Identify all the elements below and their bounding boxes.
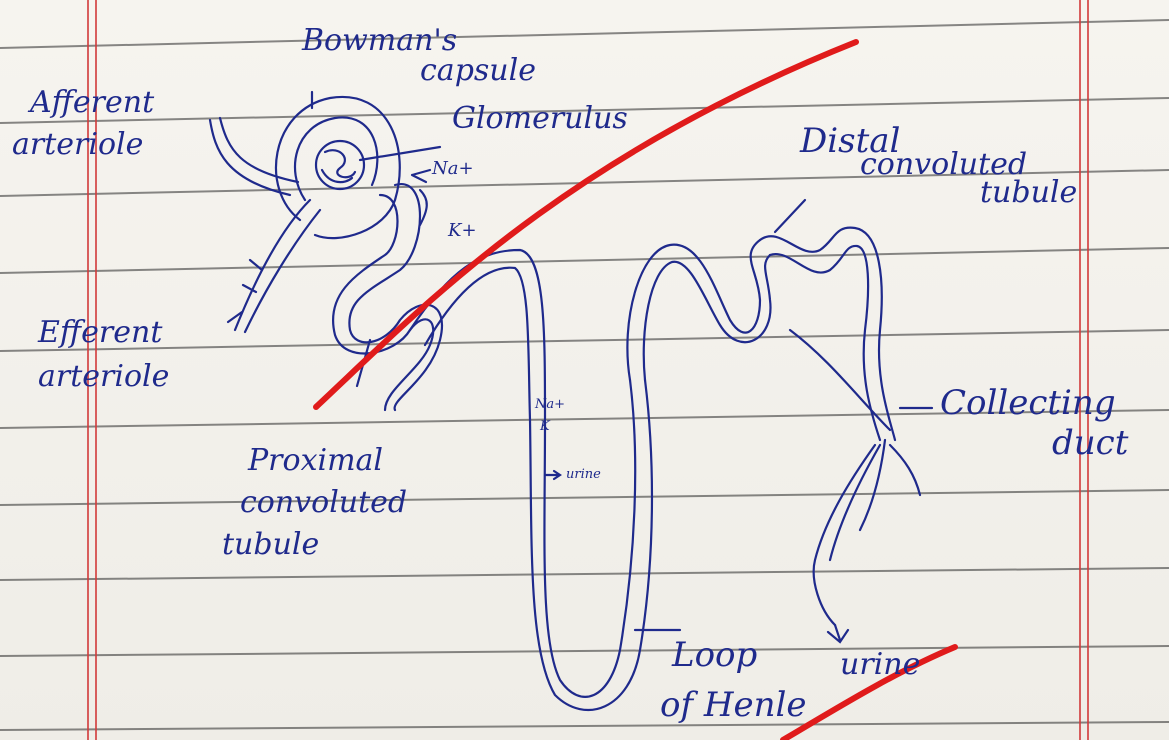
label-bowmans: Bowman's — [302, 26, 457, 56]
label-capsule: capsule — [420, 56, 536, 86]
label-of-henle: of Henle — [660, 688, 807, 722]
label-efferent-arteriole: arteriole — [38, 362, 169, 392]
label-na-top: Na+ — [432, 160, 474, 178]
label-proximal: Proximal — [248, 446, 383, 476]
collecting-duct — [790, 330, 920, 642]
label-convoluted-proximal: convoluted — [240, 488, 407, 518]
label-efferent: Efferent — [38, 318, 162, 348]
label-k-mid: K — [540, 420, 550, 433]
label-collecting: Collecting — [940, 386, 1116, 420]
label-tubule-distal: tubule — [980, 178, 1077, 208]
distal-tubule — [760, 228, 895, 440]
label-afferent-arteriole: arteriole — [12, 130, 143, 160]
label-urine-bottom: urine — [840, 650, 920, 680]
label-tubule-proximal: tubule — [222, 530, 319, 560]
label-k-top: K+ — [448, 222, 477, 240]
label-afferent: Afferent — [30, 88, 154, 118]
proximal-tubule — [349, 184, 442, 410]
label-glomerulus: Glomerulus — [452, 104, 628, 134]
label-na-mid: Na+ — [535, 398, 565, 411]
label-loop: Loop — [672, 638, 757, 672]
label-urine-mid: urine — [566, 468, 601, 481]
label-duct: duct — [1052, 426, 1128, 460]
